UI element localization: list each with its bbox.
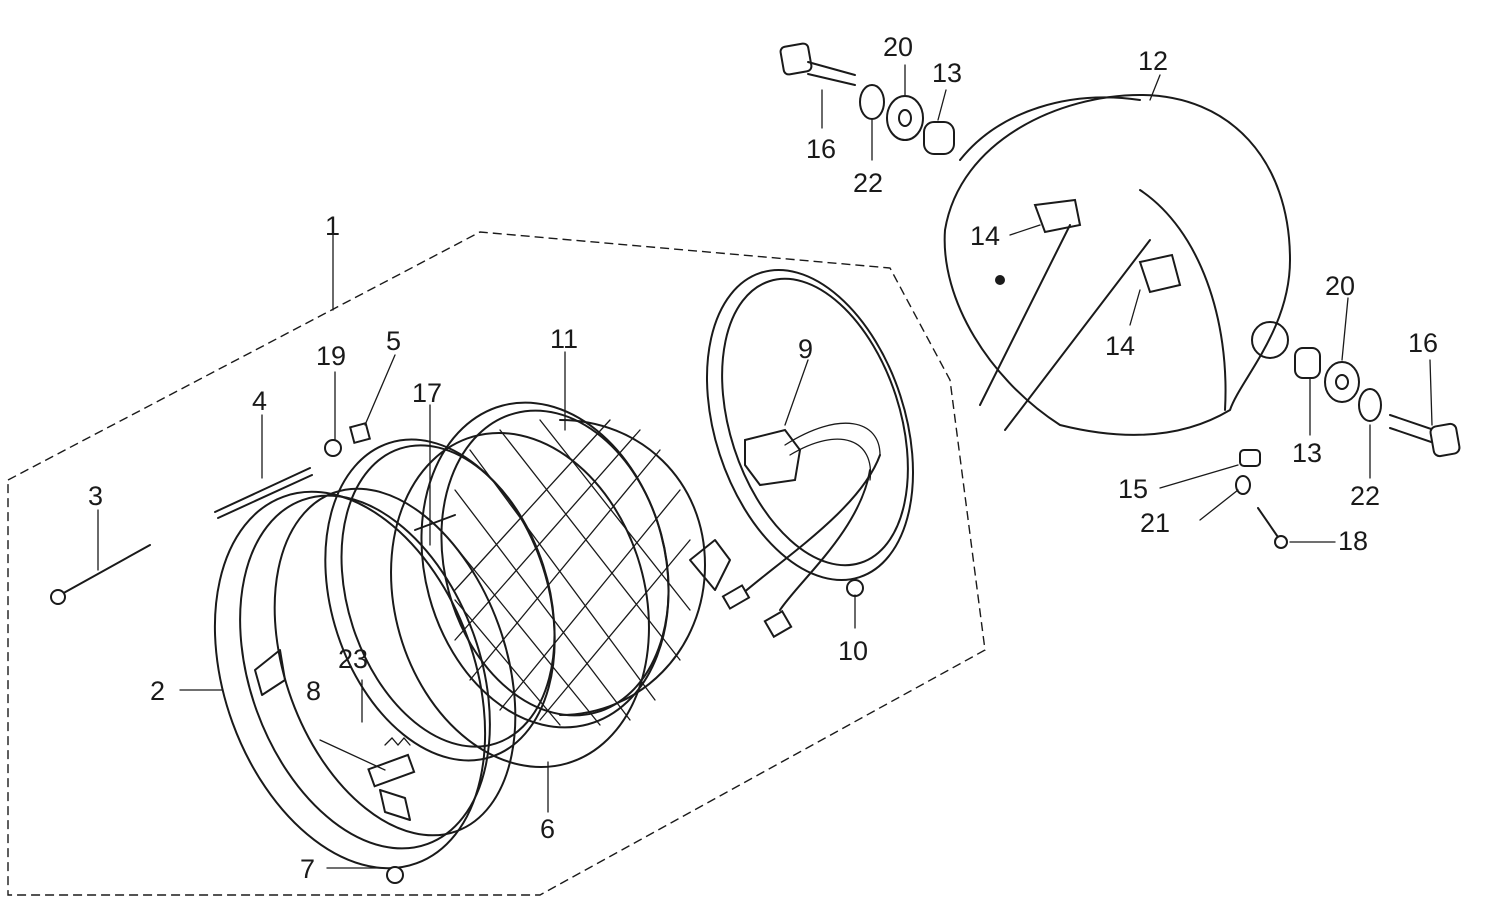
callout-11: 11 (550, 324, 578, 354)
nut-5 (348, 421, 372, 445)
callout-4: 4 (252, 386, 267, 416)
callout-16-lower: 16 (1408, 328, 1438, 358)
bolt-16-upper (779, 42, 856, 86)
callout-23: 23 (338, 644, 368, 674)
collar-13-lower (1294, 347, 1321, 379)
screw-18 (1257, 507, 1288, 549)
spring-23 (384, 737, 411, 746)
callout-10: 10 (838, 636, 868, 666)
callout-21: 21 (1140, 508, 1170, 538)
long-screw (50, 544, 151, 605)
callout-13-lower: 13 (1292, 438, 1322, 468)
callout-17: 17 (412, 378, 442, 408)
callout-15: 15 (1118, 474, 1148, 504)
callout-16-upper: 16 (806, 134, 836, 164)
callout-2: 2 (150, 676, 165, 706)
callout-13-upper: 13 (932, 58, 962, 88)
callout-14-upper: 14 (970, 221, 1000, 251)
socket-plate (706, 269, 914, 639)
adjusting-screw (214, 467, 313, 519)
grommet-21 (1235, 475, 1251, 495)
bolt-16-lower (1389, 414, 1461, 458)
callout-5: 5 (386, 326, 401, 356)
callout-20-lower: 20 (1325, 271, 1355, 301)
washer-20-upper (886, 95, 924, 141)
washer-22-upper (859, 84, 885, 120)
sealed-beam-lens (420, 401, 731, 729)
washer-19 (324, 439, 342, 457)
washer-22-lower (1358, 388, 1382, 422)
callout-8: 8 (306, 676, 321, 706)
collar-13-upper (923, 121, 955, 155)
callout-7: 7 (300, 854, 315, 884)
washer-20-lower (1324, 361, 1360, 403)
screw-7 (386, 866, 404, 884)
mounting-ring (324, 438, 556, 762)
assembly-boundary (7, 231, 986, 896)
headlight-case (943, 94, 1291, 436)
leader-lines (97, 64, 1433, 869)
callout-9: 9 (798, 334, 813, 364)
lens-rim (390, 431, 650, 769)
callout-1: 1 (325, 211, 340, 241)
rim-ring (213, 487, 517, 870)
callout-12: 12 (1138, 46, 1168, 76)
callout-14-lower: 14 (1105, 331, 1135, 361)
callout-6: 6 (540, 814, 555, 844)
clip-15 (1239, 449, 1261, 467)
callout-22-upper: 22 (853, 168, 883, 198)
callout-3: 3 (88, 481, 103, 511)
callout-20-upper: 20 (883, 32, 913, 62)
callout-18: 18 (1338, 526, 1368, 556)
callout-19: 19 (316, 341, 346, 371)
callout-22-lower: 22 (1350, 481, 1380, 511)
